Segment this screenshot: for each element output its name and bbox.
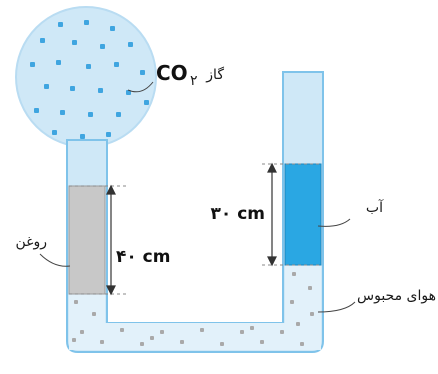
air-particle <box>72 338 76 342</box>
co2-molecule <box>126 90 131 95</box>
air-particle <box>280 330 284 334</box>
co2-molecule <box>44 84 49 89</box>
air-particle <box>308 286 312 290</box>
air-particle <box>140 342 144 346</box>
water-height-arrow <box>267 162 277 267</box>
co2-molecule <box>58 22 63 27</box>
air-particle <box>160 330 164 334</box>
water-height-label: ۳۰ cm <box>211 204 265 224</box>
air-particle <box>260 340 264 344</box>
co2-molecule <box>80 134 85 139</box>
co2-molecule <box>60 110 65 115</box>
trapped-air-label: هوای محبوس <box>357 288 436 304</box>
co2-molecule <box>40 38 45 43</box>
co2-molecule <box>84 20 89 25</box>
air-particle <box>200 328 204 332</box>
air-particle <box>310 312 314 316</box>
co2-molecule <box>110 26 115 31</box>
air-particle <box>80 330 84 334</box>
water-column <box>284 163 322 266</box>
co2-molecule <box>56 60 61 65</box>
leader-lines <box>39 81 356 313</box>
oil-column <box>68 185 106 295</box>
co2-molecule <box>52 130 57 135</box>
air-particle <box>292 272 296 276</box>
gas-label: گاز <box>205 66 224 83</box>
co2-molecule <box>140 70 145 75</box>
co2-molecule <box>34 108 39 113</box>
trapped-air-region <box>69 265 321 350</box>
co2-molecule <box>88 112 93 117</box>
air-particle <box>250 326 254 330</box>
co2-molecule <box>100 44 105 49</box>
co2-molecule <box>72 40 77 45</box>
co2-molecule <box>98 88 103 93</box>
co2-molecule <box>86 64 91 69</box>
air-particle <box>150 336 154 340</box>
air-particles <box>72 272 314 346</box>
air-particle <box>74 300 78 304</box>
air-particle <box>240 330 244 334</box>
co2-molecule <box>114 62 119 67</box>
oil-height-arrow <box>106 184 116 296</box>
gas-bulb <box>15 6 157 148</box>
co2-molecules <box>30 20 149 139</box>
co2-molecule <box>30 62 35 67</box>
air-particle <box>100 340 104 344</box>
air-particle <box>120 328 124 332</box>
gas-subscript: ۲ <box>190 73 198 89</box>
co2-molecule <box>128 42 133 47</box>
co2-molecule <box>70 86 75 91</box>
air-particle <box>296 322 300 326</box>
air-particle <box>300 342 304 346</box>
water-label: آب <box>366 199 384 216</box>
air-particle <box>92 312 96 316</box>
oil-height-label: ۴۰ cm <box>116 247 170 267</box>
air-particle <box>290 300 294 304</box>
gas-formula: CO <box>156 61 188 85</box>
co2-molecule <box>116 112 121 117</box>
oil-label: روغن <box>16 234 48 250</box>
reference-lines <box>69 163 321 295</box>
co2-molecule <box>144 100 149 105</box>
air-particle <box>220 342 224 346</box>
air-particle <box>180 340 184 344</box>
co2-molecule <box>106 132 111 137</box>
